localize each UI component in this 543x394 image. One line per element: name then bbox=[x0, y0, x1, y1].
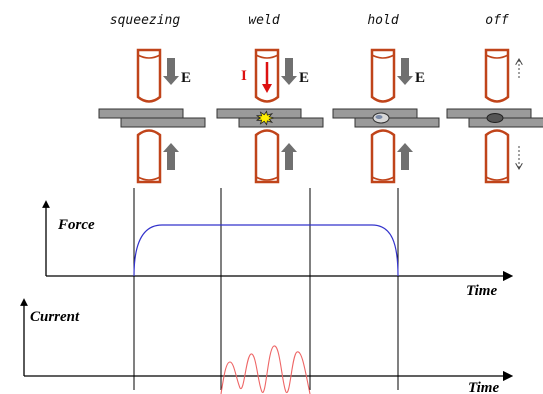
force-plot: Force Time bbox=[42, 200, 514, 299]
current-wave bbox=[220, 345, 311, 394]
force-arrow-down-icon bbox=[397, 58, 413, 85]
force-symbol: E bbox=[415, 70, 425, 86]
current-plot: Current Time bbox=[20, 298, 514, 394]
electrode-rim bbox=[371, 176, 395, 181]
electrode-rim bbox=[485, 176, 509, 181]
top-sheet bbox=[98, 108, 184, 119]
force-arrow-up-icon bbox=[281, 143, 297, 170]
force-arrow-down-icon bbox=[163, 58, 179, 85]
upper-electrode bbox=[136, 48, 162, 103]
current-symbol: I bbox=[241, 68, 247, 84]
weld-nugget bbox=[486, 113, 504, 123]
force-curve bbox=[133, 224, 399, 277]
bottom-sheet bbox=[238, 117, 324, 128]
electrode-rim bbox=[255, 54, 279, 59]
stage-off bbox=[446, 48, 543, 184]
electrode-rim bbox=[485, 54, 509, 59]
electrode-rim bbox=[137, 176, 161, 181]
force-symbol: E bbox=[299, 70, 309, 86]
time-dividers bbox=[133, 188, 399, 390]
bottom-sheet bbox=[468, 117, 543, 128]
spark-icon bbox=[256, 110, 275, 126]
stage-label-squeezing: squeezing bbox=[110, 13, 181, 28]
upper-electrode bbox=[484, 48, 510, 103]
stage-hold: E bbox=[332, 48, 440, 184]
weld-nugget-core bbox=[375, 115, 383, 119]
force-axis-label: Force bbox=[57, 217, 95, 233]
upper-electrode bbox=[370, 48, 396, 103]
stage-label-off: off bbox=[485, 13, 509, 28]
electrode-rim bbox=[255, 176, 279, 181]
force-arrow-up-icon bbox=[397, 143, 413, 170]
electrode-rim bbox=[137, 54, 161, 59]
force-time-label: Time bbox=[466, 283, 497, 299]
lower-electrode bbox=[136, 129, 162, 184]
lower-electrode bbox=[254, 129, 280, 184]
electrode-rim bbox=[371, 54, 395, 59]
force-symbol: E bbox=[181, 70, 191, 86]
stage-squeezing: E bbox=[98, 48, 206, 184]
force-arrow-down-icon bbox=[281, 58, 297, 85]
current-time-label: Time bbox=[468, 380, 499, 394]
current-arrowhead-icon bbox=[262, 84, 272, 93]
stage-weld: EI bbox=[216, 48, 324, 184]
bottom-sheet bbox=[354, 117, 440, 128]
lower-electrode bbox=[370, 129, 396, 184]
stage-label-hold: hold bbox=[367, 13, 398, 28]
force-arrow-up-icon bbox=[163, 143, 179, 170]
bottom-sheet bbox=[120, 117, 206, 128]
lower-electrode bbox=[484, 129, 510, 184]
current-axis-label: Current bbox=[30, 309, 80, 325]
stage-label-weld: weld bbox=[248, 13, 279, 28]
